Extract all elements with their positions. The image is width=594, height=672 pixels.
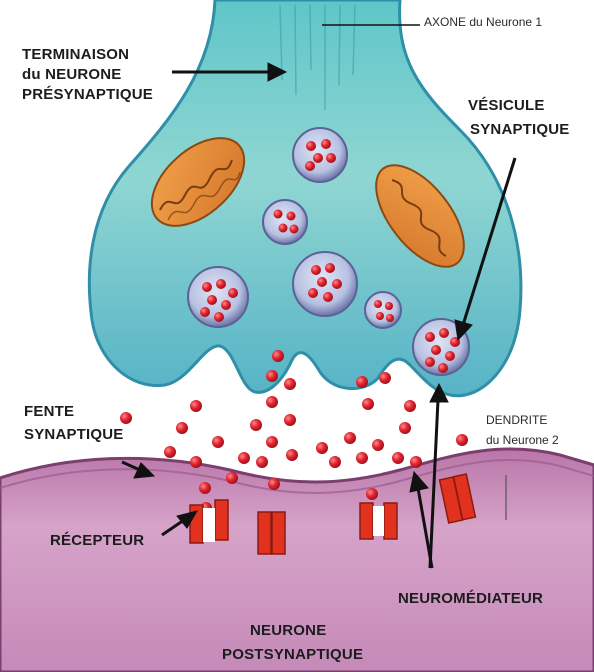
vesicle bbox=[263, 200, 307, 244]
receptor bbox=[258, 512, 285, 554]
axon-label: AXONE du Neurone 1 bbox=[424, 16, 542, 30]
terminaison-label-line1: TERMINAISON bbox=[22, 46, 129, 63]
vesicle bbox=[293, 252, 357, 316]
postsynaptique-label-line2: POSTSYNAPTIQUE bbox=[222, 646, 363, 663]
terminaison-label-line2: du NEURONE bbox=[22, 66, 122, 83]
dendrite-label-line2: du Neurone 2 bbox=[486, 434, 559, 448]
receptor bbox=[360, 503, 397, 539]
neuromediateur-label: NEUROMÉDIATEUR bbox=[398, 590, 543, 607]
vesicle bbox=[365, 292, 401, 328]
postsynaptique-label-line1: NEURONE bbox=[250, 622, 326, 639]
dendrite-label-line1: DENDRITE bbox=[486, 414, 547, 428]
vesicle bbox=[188, 267, 248, 327]
fente-label-line2: SYNAPTIQUE bbox=[24, 426, 124, 443]
vesicule-label-line1: VÉSICULE bbox=[468, 97, 545, 114]
vesicle bbox=[293, 128, 347, 182]
fente-label-line1: FENTE bbox=[24, 403, 74, 420]
vesicule-label-line2: SYNAPTIQUE bbox=[470, 121, 570, 138]
recepteur-label: RÉCEPTEUR bbox=[50, 532, 144, 549]
terminaison-label-line3: PRÉSYNAPTIQUE bbox=[22, 86, 153, 103]
